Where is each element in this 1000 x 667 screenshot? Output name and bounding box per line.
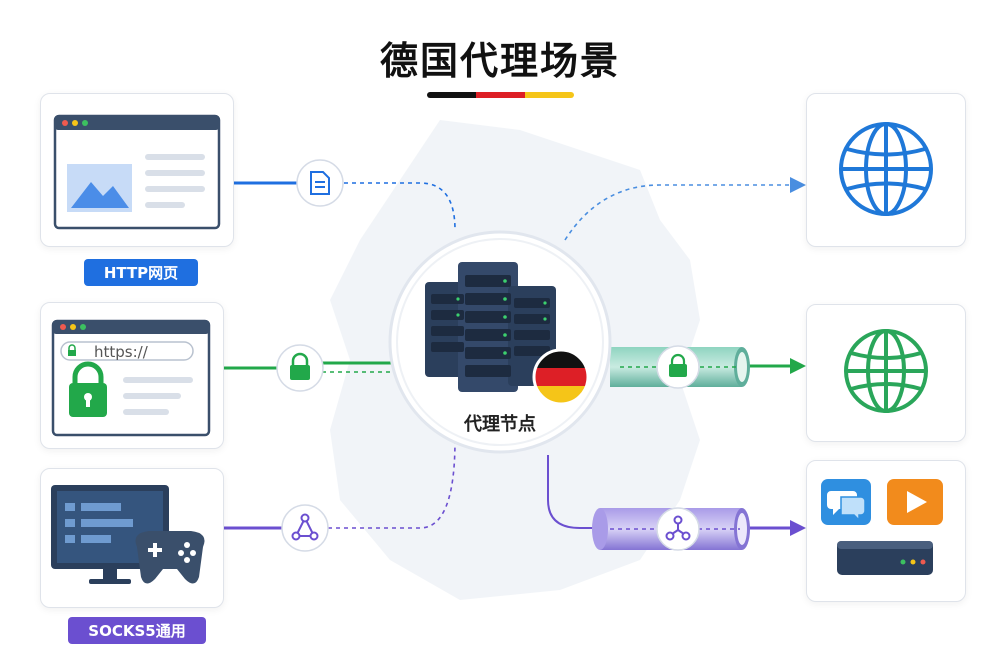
lock-icon	[276, 344, 324, 392]
globe-icon	[844, 329, 928, 413]
globe-icon	[839, 122, 933, 216]
server-rack-icon	[425, 262, 556, 392]
socks5-card	[40, 468, 224, 608]
page-title: 德国代理场景	[379, 39, 620, 83]
document-icon	[296, 159, 344, 207]
secure-browser-icon	[51, 319, 211, 437]
video-play-icon	[887, 479, 943, 525]
pipe-lock-icon	[656, 345, 700, 389]
proxy-node-label: 代理节点	[464, 414, 536, 435]
destination-web-card	[806, 93, 966, 247]
apps-and-router-icon	[821, 479, 943, 575]
share-nodes-icon	[281, 504, 329, 552]
address-bar-text: https://	[94, 343, 148, 361]
pipe-share-icon	[656, 507, 700, 551]
router-icon	[837, 541, 933, 575]
http-badge: HTTP网页	[84, 259, 198, 286]
https-card: https://	[40, 302, 224, 449]
germany-flag	[532, 348, 590, 406]
socks5-badge: SOCKS5通用	[68, 617, 206, 644]
destination-apps-card	[806, 460, 966, 602]
chat-app-icon	[821, 479, 871, 525]
german-flag-bar	[427, 92, 574, 98]
http-webpage-card	[40, 93, 234, 247]
destination-secure-card	[806, 304, 966, 442]
browser-window-icon	[53, 114, 221, 230]
monitor-and-gamepad-icon	[51, 485, 205, 584]
